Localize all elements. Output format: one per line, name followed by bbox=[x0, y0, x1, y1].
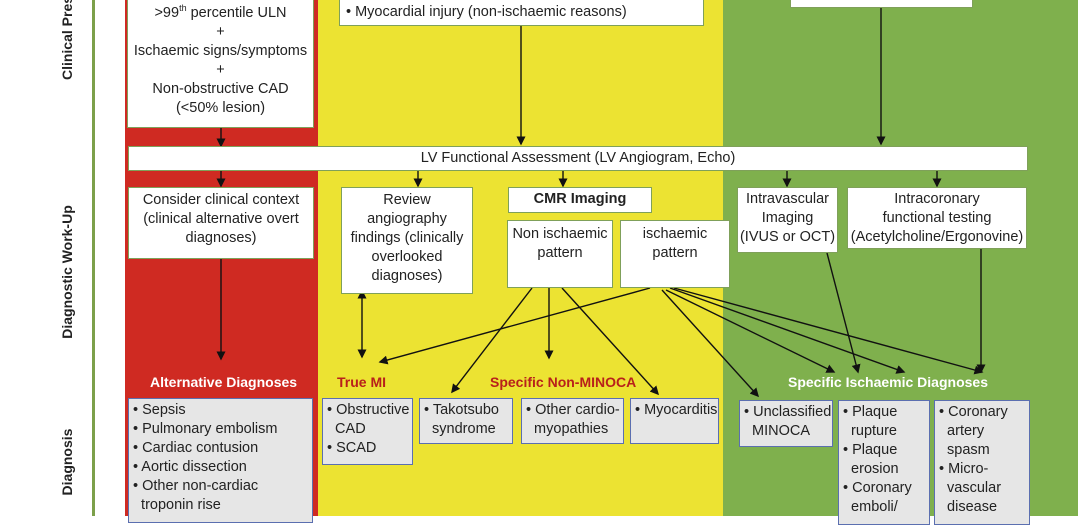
myocarditis-item: • Myocarditis bbox=[635, 402, 718, 418]
spasm-item: artery bbox=[939, 423, 985, 439]
non-ischaemic-line-1: Non ischaemic bbox=[512, 226, 608, 242]
heading-true-mi: True MI bbox=[337, 374, 387, 390]
minoca-criteria-box: >99th percentile ULN + Ischaemic signs/s… bbox=[127, 0, 314, 128]
non-ischaemic-line-2: pattern bbox=[537, 245, 583, 261]
plaque-item: • Plaque bbox=[843, 404, 898, 420]
review-line-4: overlooked bbox=[371, 249, 443, 265]
context-line-2: (clinical alternative overt bbox=[143, 211, 299, 227]
true-mi-item: • Obstructive bbox=[327, 402, 410, 418]
arrow-isch-to-truemi bbox=[378, 287, 651, 365]
spasm-item: vascular bbox=[939, 480, 1002, 496]
true-mi-list: • Obstructive CAD • SCAD bbox=[322, 398, 413, 465]
alternative-item: • Sepsis bbox=[133, 402, 186, 418]
context-line-3: diagnoses) bbox=[185, 230, 257, 246]
ischaemic-line-2: pattern bbox=[652, 245, 698, 261]
arrow-isch-to-ischaemic-3 bbox=[673, 287, 984, 375]
myocardial-injury-text: • Myocardial injury (non-ischaemic reaso… bbox=[346, 4, 627, 20]
true-mi-item: • SCAD bbox=[327, 440, 377, 456]
criteria-line-5: Non-obstructive CAD bbox=[152, 80, 289, 97]
other-cardiomyopathies-box: • Other cardio- myopathies bbox=[521, 398, 624, 444]
cardiomyopathy-item: myopathies bbox=[526, 421, 609, 437]
arrow-intravascular-to-plaque bbox=[826, 252, 861, 374]
plaque-item: erosion bbox=[843, 461, 899, 477]
heading-alternative-diagnoses: Alternative Diagnoses bbox=[150, 374, 298, 390]
spasm-diagnoses-box: • Coronary artery spasm • Micro- vascula… bbox=[934, 400, 1030, 525]
intravascular-line-3: (IVUS or OCT) bbox=[739, 229, 836, 245]
takotsubo-item: • Takotsubo bbox=[424, 402, 499, 418]
intravascular-line-1: Intravascular bbox=[745, 191, 829, 207]
true-mi-item: CAD bbox=[327, 421, 366, 437]
lv-functional-assessment-bar: LV Functional Assessment (LV Angiogram, … bbox=[128, 146, 1028, 171]
row-label-column bbox=[0, 0, 120, 516]
spasm-item: spasm bbox=[939, 442, 990, 458]
arrow-isch-to-ischaemic-1 bbox=[665, 289, 836, 373]
heading-specific-ischaemic: Specific Ischaemic Diagnoses bbox=[788, 374, 988, 390]
review-line-1: Review bbox=[383, 192, 431, 208]
intravascular-line-2: Imaging bbox=[761, 210, 814, 226]
unclassified-item: MINOCA bbox=[744, 423, 811, 439]
arrow-isch-to-ischaemic-2 bbox=[669, 287, 906, 374]
criteria-line-6: (<50% lesion) bbox=[175, 99, 266, 116]
myocarditis-box: • Myocarditis bbox=[630, 398, 719, 444]
context-line-1: Consider clinical context bbox=[142, 192, 300, 208]
intracoronary-line-1: Intracoronary bbox=[894, 191, 980, 207]
consider-clinical-context-box: Consider clinical context (clinical alte… bbox=[128, 187, 314, 259]
alternative-item: • Pulmonary embolism bbox=[133, 421, 278, 437]
intravascular-imaging-box: Intravascular Imaging (IVUS or OCT) bbox=[737, 187, 838, 253]
plaque-item: • Plaque bbox=[843, 442, 898, 458]
criteria-line-3: Ischaemic signs/symptoms bbox=[133, 42, 308, 59]
takotsubo-box: • Takotsubo syndrome bbox=[419, 398, 513, 444]
plaque-diagnoses-box: • Plaque rupture • Plaque erosion • Coro… bbox=[838, 400, 930, 525]
alternative-item: • Aortic dissection bbox=[133, 459, 247, 475]
review-line-5: diagnoses) bbox=[371, 268, 443, 284]
cmr-imaging-label: CMR Imaging bbox=[533, 191, 627, 207]
review-angiography-box: Review angiography findings (clinically … bbox=[341, 187, 473, 294]
review-line-2: angiography bbox=[367, 211, 447, 227]
ischaemic-pattern-box: ischaemic pattern bbox=[620, 220, 730, 288]
spasm-item: • Micro- bbox=[939, 461, 989, 477]
spasm-item: disease bbox=[939, 499, 998, 515]
plaque-item: • Coronary bbox=[843, 480, 912, 496]
spasm-item: • Coronary bbox=[939, 404, 1008, 420]
cardiomyopathy-item: • Other cardio- bbox=[526, 402, 620, 418]
non-ischaemic-injury-box: • Myocardial injury (non-ischaemic reaso… bbox=[339, 0, 704, 26]
plaque-item: emboli/ bbox=[843, 499, 898, 515]
criteria-line-1: >99th percentile ULN bbox=[154, 3, 287, 21]
heading-specific-non-minoca: Specific Non-MINOCA bbox=[490, 374, 637, 390]
arrow-isch-to-unclassified bbox=[661, 289, 760, 398]
cmr-imaging-box: CMR Imaging bbox=[508, 187, 652, 213]
intracoronary-line-2: functional testing bbox=[882, 210, 992, 226]
unclassified-item: • Unclassified bbox=[744, 404, 832, 420]
alternative-diagnoses-list: • Sepsis • Pulmonary embolism • Cardiac … bbox=[128, 398, 313, 523]
alternative-item: troponin rise bbox=[133, 497, 221, 513]
review-line-3: findings (clinically bbox=[350, 230, 464, 246]
arrow-nonisch-to-myocarditis bbox=[561, 287, 660, 396]
ischaemic-line-1: ischaemic bbox=[642, 226, 708, 242]
intracoronary-testing-box: Intracoronary functional testing (Acetyl… bbox=[847, 187, 1027, 249]
plaque-item: rupture bbox=[843, 423, 897, 439]
criteria-line-4: + bbox=[216, 61, 225, 78]
intracoronary-line-3: (Acetylcholine/Ergonovine) bbox=[850, 229, 1024, 245]
ischaemic-presentation-box bbox=[790, 0, 973, 8]
arrow-nonisch-to-takotsubo bbox=[451, 287, 533, 394]
alternative-item: • Other non-cardiac bbox=[133, 478, 259, 494]
non-ischaemic-pattern-box: Non ischaemic pattern bbox=[507, 220, 613, 288]
criteria-line-2: + bbox=[216, 23, 225, 40]
row-label-divider bbox=[92, 0, 95, 516]
unclassified-minoca-box: • Unclassified MINOCA bbox=[739, 400, 833, 447]
takotsubo-item: syndrome bbox=[424, 421, 496, 437]
alternative-item: • Cardiac contusion bbox=[133, 440, 259, 456]
lv-functional-assessment-text: LV Functional Assessment (LV Angiogram, … bbox=[420, 150, 736, 166]
